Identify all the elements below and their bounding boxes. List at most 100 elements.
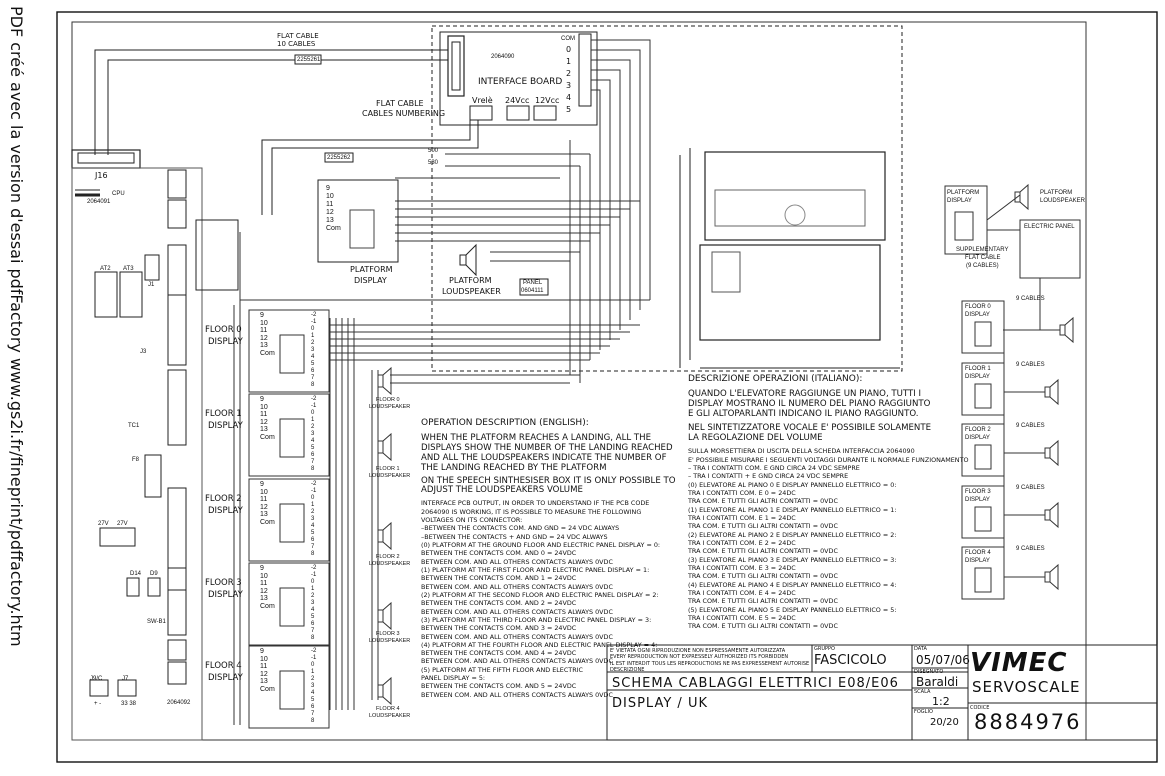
floor-right-terminal: 0 bbox=[311, 410, 315, 416]
operation-line: BETWEEN THE CONTACTS COM. AND 2 = 24VDC bbox=[421, 599, 577, 608]
floor-right-terminal: 7 bbox=[311, 628, 315, 634]
date-value: 05/07/06 bbox=[916, 653, 970, 667]
operation-line: BETWEEN COM. AND ALL OTHERS CONTACTS ALW… bbox=[421, 607, 613, 616]
nine-cables-label: 9 CABLES bbox=[1016, 485, 1045, 491]
v12-label: 12Vcc bbox=[535, 96, 560, 105]
board-swb1: SW-B1 bbox=[147, 619, 166, 625]
operation-line: VOLTAGES ON ITS CONNECTOR: bbox=[421, 515, 523, 524]
floor-right-terminal: 0 bbox=[311, 579, 315, 585]
floor-terminal: 12 bbox=[260, 587, 268, 595]
floor-right-terminal: 2 bbox=[311, 676, 315, 682]
operation-line: (2) PLATFORM AT THE SECOND FLOOR AND ELE… bbox=[421, 590, 659, 599]
cpu-board bbox=[71, 167, 203, 741]
floor-terminal: 12 bbox=[260, 670, 268, 678]
interface-pin-label: 1 bbox=[566, 57, 572, 66]
floor-terminal: 13 bbox=[260, 511, 268, 518]
interface-pin-label: 2 bbox=[566, 69, 572, 78]
rp-floor-subtitle: DISPLAY bbox=[965, 435, 990, 441]
codice-label: CODICE bbox=[970, 705, 990, 711]
descrizione-line: (2) ELEVATORE AL PIANO 2 E DISPLAY PANNE… bbox=[688, 530, 897, 539]
operation-description-p1: WHEN THE PLATFORM REACHES A LANDING, ALL… bbox=[421, 433, 673, 473]
scala-label: SCALA bbox=[914, 689, 931, 695]
floor-right-terminal: -2 bbox=[311, 565, 317, 571]
operation-line: (1) PLATFORM AT THE FIRST FLOOR AND ELEC… bbox=[421, 565, 650, 574]
flat-cable-code: 2255261 bbox=[297, 57, 321, 63]
interface-board-title: INTERFACE BOARD bbox=[478, 77, 563, 87]
floor-right-terminal: 5 bbox=[311, 445, 315, 451]
floor-terminal: 10 bbox=[260, 572, 268, 580]
descrizione-line: – TRA I CONTATTI COM. E GND CIRCA 24 VDC… bbox=[688, 464, 860, 473]
descrizione-line: (4) ELEVATORE AL PIANO 4 E DISPLAY PANNE… bbox=[688, 580, 897, 589]
floor-loudspeakers bbox=[377, 366, 392, 706]
floor-right-terminal: -1 bbox=[311, 655, 317, 661]
board-f8: F8 bbox=[132, 457, 140, 463]
descrizione-line: TRA I CONTATTI COM. E 2 = 24DC bbox=[688, 538, 796, 547]
operation-line: BETWEEN THE CONTACTS COM. AND 1 = 24VDC bbox=[421, 574, 577, 583]
floor-right-terminal: -1 bbox=[311, 572, 317, 578]
floor-right-terminal: 1 bbox=[311, 333, 315, 339]
control-board bbox=[699, 244, 881, 341]
loudspeaker-subtitle: LOUDSPEAKER bbox=[369, 713, 411, 719]
right-overview-diagram bbox=[944, 183, 1081, 600]
descrizione-line: TRA COM. E TUTTI GLI ALTRI CONTATTI = 0V… bbox=[688, 622, 838, 631]
floor-terminal: Com bbox=[260, 349, 275, 357]
rp-platform-display-2: DISPLAY bbox=[947, 198, 972, 204]
legal-line-1: E' VIETATA OGNI RIPRODUZIONE NON ESPRESS… bbox=[610, 648, 786, 654]
operation-line: 2064090 IS WORKING, IT IS POSSIBLE TO ME… bbox=[421, 507, 642, 516]
operation-line: INTERFACE PCB OUTPUT, IN ORDER TO UNDERS… bbox=[421, 499, 650, 508]
wire-bus bbox=[233, 39, 651, 725]
floor-right-terminal: 6 bbox=[311, 537, 315, 543]
interface-pin-label: 3 bbox=[566, 81, 572, 90]
descrizione-label: DESCRIZIONE bbox=[610, 667, 645, 673]
loudspeaker-subtitle: LOUDSPEAKER bbox=[369, 404, 411, 410]
floor-terminal: 11 bbox=[260, 327, 268, 334]
title-block-grid bbox=[606, 644, 1158, 741]
loudspeaker-title: FLOOR 2 bbox=[376, 554, 400, 560]
platform-display-terminal: 9 bbox=[326, 185, 330, 192]
board-j7: J7 bbox=[122, 676, 129, 682]
operation-line: PANEL DISPLAY = 5: bbox=[421, 674, 486, 683]
floor-display-subtitle: DISPLAY bbox=[208, 590, 243, 600]
descrizione-line: (0) ELEVATORE AL PIANO 0 E DISPLAY PANNE… bbox=[688, 480, 897, 489]
floor-right-terminal: 6 bbox=[311, 621, 315, 627]
floor-terminal: 11 bbox=[260, 496, 268, 503]
floor-right-terminal: 3 bbox=[311, 347, 315, 353]
floor-right-terminal: -1 bbox=[311, 488, 317, 494]
board-at3: AT3 bbox=[123, 266, 134, 272]
floor-terminal: 9 bbox=[260, 312, 264, 319]
interface-pin-label: 0 bbox=[566, 45, 572, 54]
descrizione-line: TRA I CONTATTI COM. E 1 = 24DC bbox=[688, 514, 796, 522]
floor-terminal: 11 bbox=[260, 580, 268, 587]
operation-line: BETWEEN COM. AND ALL OTHERS CONTACTS ALW… bbox=[421, 690, 613, 699]
sheet-value: 20/20 bbox=[930, 717, 959, 728]
floor-right-terminal: 2 bbox=[311, 509, 315, 515]
floor-terminal: 13 bbox=[260, 426, 268, 433]
floor-right-terminal: 4 bbox=[311, 523, 315, 529]
floor-right-terminal: 3 bbox=[311, 600, 315, 606]
wire-500: 500 bbox=[428, 148, 439, 154]
floor-terminal: 11 bbox=[260, 663, 268, 670]
floor-right-terminal: 6 bbox=[311, 452, 315, 458]
floor-display-subtitle: DISPLAY bbox=[208, 673, 243, 683]
board-d9: D9 bbox=[150, 571, 158, 577]
descrizione-operazioni: DESCRIZIONE OPERAZIONI (ITALIANO): QUAND… bbox=[688, 374, 969, 631]
loudspeaker-subtitle: LOUDSPEAKER bbox=[369, 473, 411, 479]
floor-terminal: 10 bbox=[260, 403, 268, 411]
flat-cable-numbering-2: CABLES NUMBERING bbox=[362, 109, 446, 118]
board-27v-b: 27V bbox=[117, 521, 128, 527]
floor-terminal: 9 bbox=[260, 565, 264, 572]
disegnato-label: DISEGNATO bbox=[914, 669, 944, 675]
floor-terminal: 13 bbox=[260, 678, 268, 685]
rp-floor-title: FLOOR 4 bbox=[965, 550, 991, 556]
descrizione-line: TRA COM. E TUTTI GLI ALTRI CONTATTI = 0V… bbox=[688, 497, 838, 506]
operation-line: BETWEEN THE CONTACTS COM. AND 4 = 24VDC bbox=[421, 649, 577, 658]
operation-line: BETWEEN THE CONTACTS COM. AND 3 = 24VDC bbox=[421, 624, 577, 633]
foglio-label: FOGLIO bbox=[914, 709, 933, 715]
floor-display-title: FLOOR 3 bbox=[205, 578, 242, 588]
operation-description-title: OPERATION DESCRIPTION (ENGLISH): bbox=[421, 418, 589, 428]
descrizione-line: TRA I CONTATTI COM. E 3 = 24DC bbox=[688, 563, 796, 572]
floor-terminal: Com bbox=[260, 685, 275, 693]
floor-display-title: FLOOR 1 bbox=[205, 409, 242, 419]
floor-terminal: Com bbox=[260, 602, 275, 610]
